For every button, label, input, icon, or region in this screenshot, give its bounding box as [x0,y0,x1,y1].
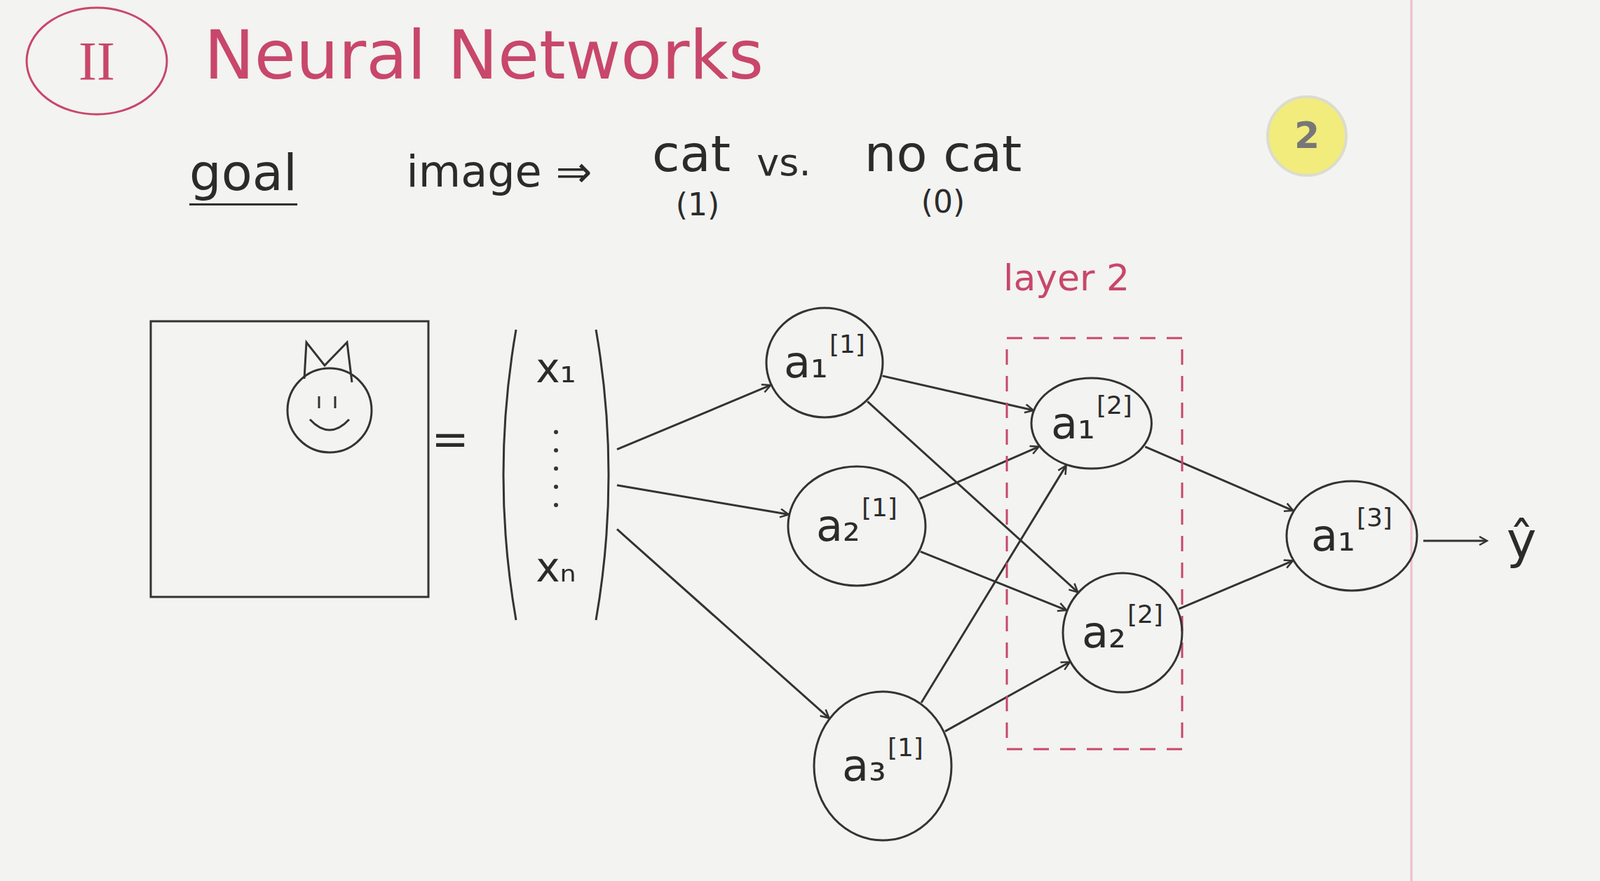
activation-name: a₁ [1051,399,1096,448]
weight-arrow [617,528,829,718]
versus-label: vs. [756,141,811,183]
layer-heading: layer 2 [1003,258,1130,298]
cat-eye [334,396,337,409]
class-value: (0) [921,185,965,219]
section-circle [26,7,167,115]
input-vector: x₁ xₙ [495,326,618,623]
input-feature: x₁ [535,346,577,392]
weight-arrow [617,384,770,449]
layer-index: [1] [861,493,898,522]
layer-box: layer 2a₁[2]a₂[2] [1005,336,1184,751]
class-value: (1) [675,187,720,222]
neuron-circle [814,691,952,840]
neuron: a₁[3] [1285,479,1419,592]
cat-head [287,368,372,453]
title: Neural Networks [204,18,764,94]
neuron: a₃[1] [812,689,953,842]
ellipsis-dot [553,448,559,453]
neuron: a₂[1] [786,464,927,587]
weight-arrow [617,485,789,514]
neuron-circle [766,307,883,418]
cat-ears [304,342,352,383]
neuron-circle [1286,480,1418,591]
neuron: a₁[1] [764,306,885,419]
weight-arrow [867,401,1077,592]
callout-number: 2 [1294,115,1320,156]
neuron: a₁[2] [1029,376,1153,470]
class-label: no cat [864,126,1023,182]
margin-line [1410,0,1413,881]
ellipsis-dot [553,466,559,471]
equals-sign: = [431,414,470,464]
goal-label: goal [189,145,298,206]
layer-index: [1] [829,330,866,359]
weight-arrow [1178,560,1293,609]
layer-index: [1] [887,733,924,762]
right-paren [595,329,609,620]
weight-arrow [1144,446,1293,511]
ellipsis-dot [553,484,559,489]
image-frame [150,321,429,597]
input-label: image ⇒ [406,147,593,196]
weight-arrow [919,446,1039,499]
activation-name: a₁ [783,338,829,387]
weight-arrow [882,375,1033,411]
weight-arrow [921,465,1066,702]
input-feature: xₙ [535,545,576,591]
layer-outline [1005,336,1184,751]
layer-index: [3] [1356,503,1393,532]
layer-index: [2] [1127,600,1164,629]
output-label: ŷ [1506,512,1537,568]
callout-badge [1267,96,1347,176]
ellipsis-dot [553,502,559,507]
cat-eye [318,396,321,409]
neuron-circle [1031,377,1152,469]
activation-name: a₁ [1311,511,1356,560]
class-label: cat [652,126,731,182]
section-number: II [78,30,115,92]
layer-index: [2] [1096,391,1133,420]
output-arrow [1423,539,1487,542]
neuron-circle [1062,572,1183,693]
activation-name: a₂ [816,502,861,550]
activation-name: a₂ [1081,608,1127,657]
ellipsis-dot [553,429,559,435]
weight-arrow [920,551,1066,610]
dashed-box [1006,337,1183,749]
neuron: a₂[2] [1061,571,1184,694]
neuron-circle [788,466,926,586]
cat-smile [309,419,350,430]
left-paren [503,329,517,620]
activation-name: a₃ [842,741,887,790]
